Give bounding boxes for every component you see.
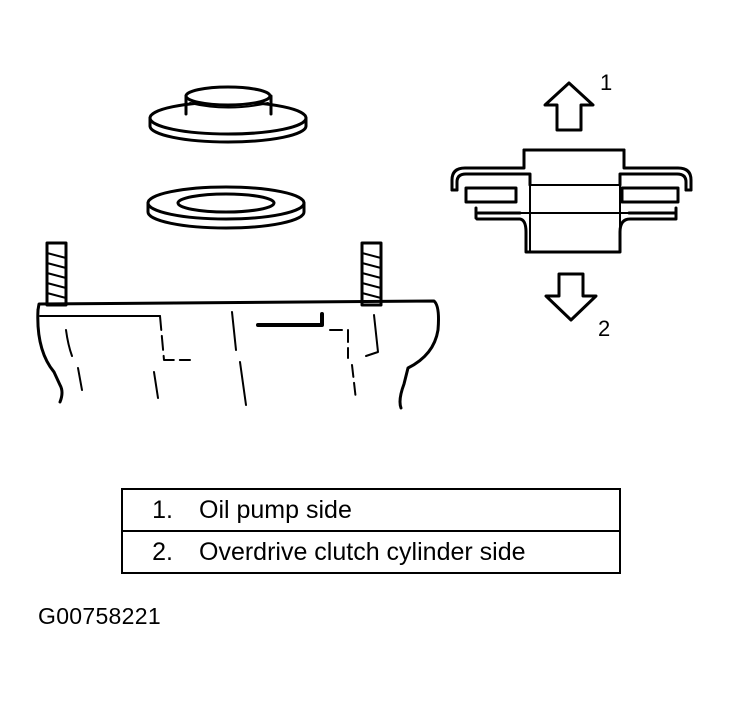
legend-number: 1. xyxy=(152,495,173,524)
upper-washer xyxy=(148,85,308,144)
legend-text: Oil pump side xyxy=(199,495,352,524)
arrow-up-icon xyxy=(543,81,595,132)
pump-housing xyxy=(36,299,440,410)
figure-code: G00758221 xyxy=(38,603,161,629)
legend-number: 2. xyxy=(152,537,173,566)
callout-label-1: 1 xyxy=(600,70,612,95)
arrow-down-icon xyxy=(544,272,598,322)
legend-table: 1. Oil pump side 2. Overdrive clutch cylin… xyxy=(121,488,621,574)
legend-row: 1. Oil pump side xyxy=(121,488,621,532)
legend-row: 2. Overdrive clutch cylinder side xyxy=(121,530,621,574)
lower-washer xyxy=(146,185,306,230)
legend-cell: 2. Overdrive clutch cylinder side xyxy=(121,530,621,574)
right-stud xyxy=(360,241,383,307)
callout-label-2: 2 xyxy=(598,316,610,341)
legend-cell: 1. Oil pump side xyxy=(121,488,621,532)
left-stud xyxy=(45,241,68,307)
cross-section-diagram xyxy=(450,148,693,254)
legend-text: Overdrive clutch cylinder side xyxy=(199,537,526,566)
